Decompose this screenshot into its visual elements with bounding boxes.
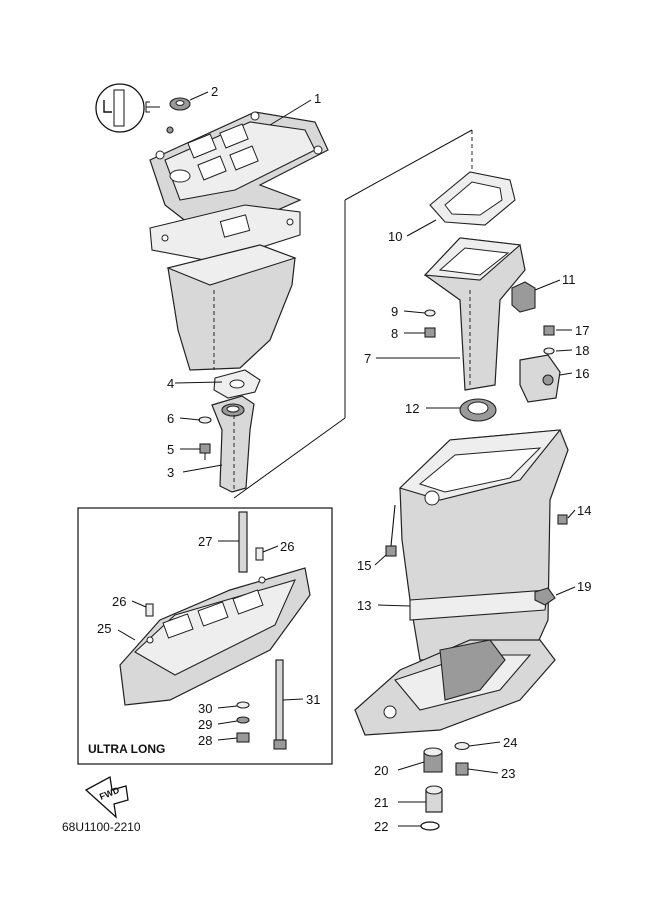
callout-15: 15	[357, 558, 371, 573]
callout-6: 6	[167, 411, 174, 426]
o-ring-part-22	[420, 821, 440, 831]
bolt-part-17	[543, 325, 555, 336]
washer-part-2	[169, 97, 191, 111]
callout-21: 21	[374, 795, 388, 810]
plug-part-23	[455, 762, 469, 776]
callout-22: 22	[374, 819, 388, 834]
frame-line-top	[344, 129, 473, 201]
callout-26-lower: 26	[112, 594, 126, 609]
callout-2: 2	[211, 84, 218, 99]
washer-part-18	[543, 347, 555, 355]
gasket-part-4	[213, 369, 261, 399]
bracket-part-11	[511, 281, 536, 313]
callout-5: 5	[167, 442, 174, 457]
callout-27: 27	[198, 534, 212, 549]
anti-ventilation-plate	[354, 639, 556, 736]
exhaust-manifold-part-7	[423, 237, 526, 391]
upper-casing-part-13	[398, 429, 569, 661]
anode-part-19	[534, 587, 556, 606]
callout-20: 20	[374, 763, 388, 778]
stud-bolt-part-31	[275, 659, 284, 741]
drawing-code: 68U1100-2210	[62, 820, 141, 834]
fwd-arrow-icon	[84, 775, 129, 819]
callout-18: 18	[575, 343, 589, 358]
callout-24: 24	[503, 735, 517, 750]
callout-19: 19	[577, 579, 591, 594]
callout-29: 29	[198, 717, 212, 732]
callout-31: 31	[306, 692, 320, 707]
callout-11: 11	[562, 272, 576, 287]
nut-part-28	[236, 732, 250, 743]
bolt-part-15	[385, 504, 397, 557]
callout-26-upper: 26	[280, 539, 294, 554]
extension-plate-part-25	[119, 567, 311, 706]
exhaust-guide-part-3	[211, 395, 255, 493]
sealant-symbol-icon	[95, 83, 160, 133]
callout-16: 16	[575, 366, 589, 381]
callout-10: 10	[388, 229, 402, 244]
washer-part-30	[236, 701, 250, 709]
frame-line-bottom	[233, 417, 346, 499]
upper-mount-plate-part-1	[149, 111, 329, 241]
washer-part-9	[424, 309, 436, 317]
callout-7: 7	[364, 351, 371, 366]
washer-part-6	[198, 416, 212, 424]
callout-17: 17	[575, 323, 589, 338]
plate-part-16	[519, 354, 561, 403]
dowel-pin-part-26a	[255, 547, 264, 561]
callout-12: 12	[405, 401, 419, 416]
callout-8: 8	[391, 326, 398, 341]
callout-9: 9	[391, 304, 398, 319]
callout-23: 23	[501, 766, 515, 781]
inset-title: ULTRA LONG	[88, 742, 165, 756]
bolt-part-8	[424, 327, 436, 338]
dowel-pin-part-26b	[145, 603, 154, 617]
callout-4: 4	[167, 376, 174, 391]
washer-part-24	[454, 741, 470, 751]
gasket-part-10	[429, 171, 516, 226]
gasket-upper	[149, 204, 301, 263]
washer-part-29	[236, 716, 250, 724]
callout-25: 25	[97, 621, 111, 636]
bushing-part-21	[425, 785, 443, 813]
seal-part-12	[459, 398, 497, 422]
stud-bolt-part-27	[238, 511, 248, 573]
callout-28: 28	[198, 733, 212, 748]
leader-lines	[117, 91, 576, 827]
callout-30: 30	[198, 701, 212, 716]
bolt-part-14	[557, 514, 568, 525]
callouts: 1 2 3 4 5 6 7 8 9 10 11 12 13 14 15 16 1…	[97, 84, 591, 834]
callout-14: 14	[577, 503, 591, 518]
nut-part-31-end	[273, 739, 287, 750]
callout-13: 13	[357, 598, 371, 613]
callout-3: 3	[167, 465, 174, 480]
callout-1: 1	[314, 91, 321, 106]
oil-pan-body	[166, 244, 297, 371]
grommet-part-20	[423, 747, 443, 773]
bolt-part-5	[199, 443, 211, 460]
